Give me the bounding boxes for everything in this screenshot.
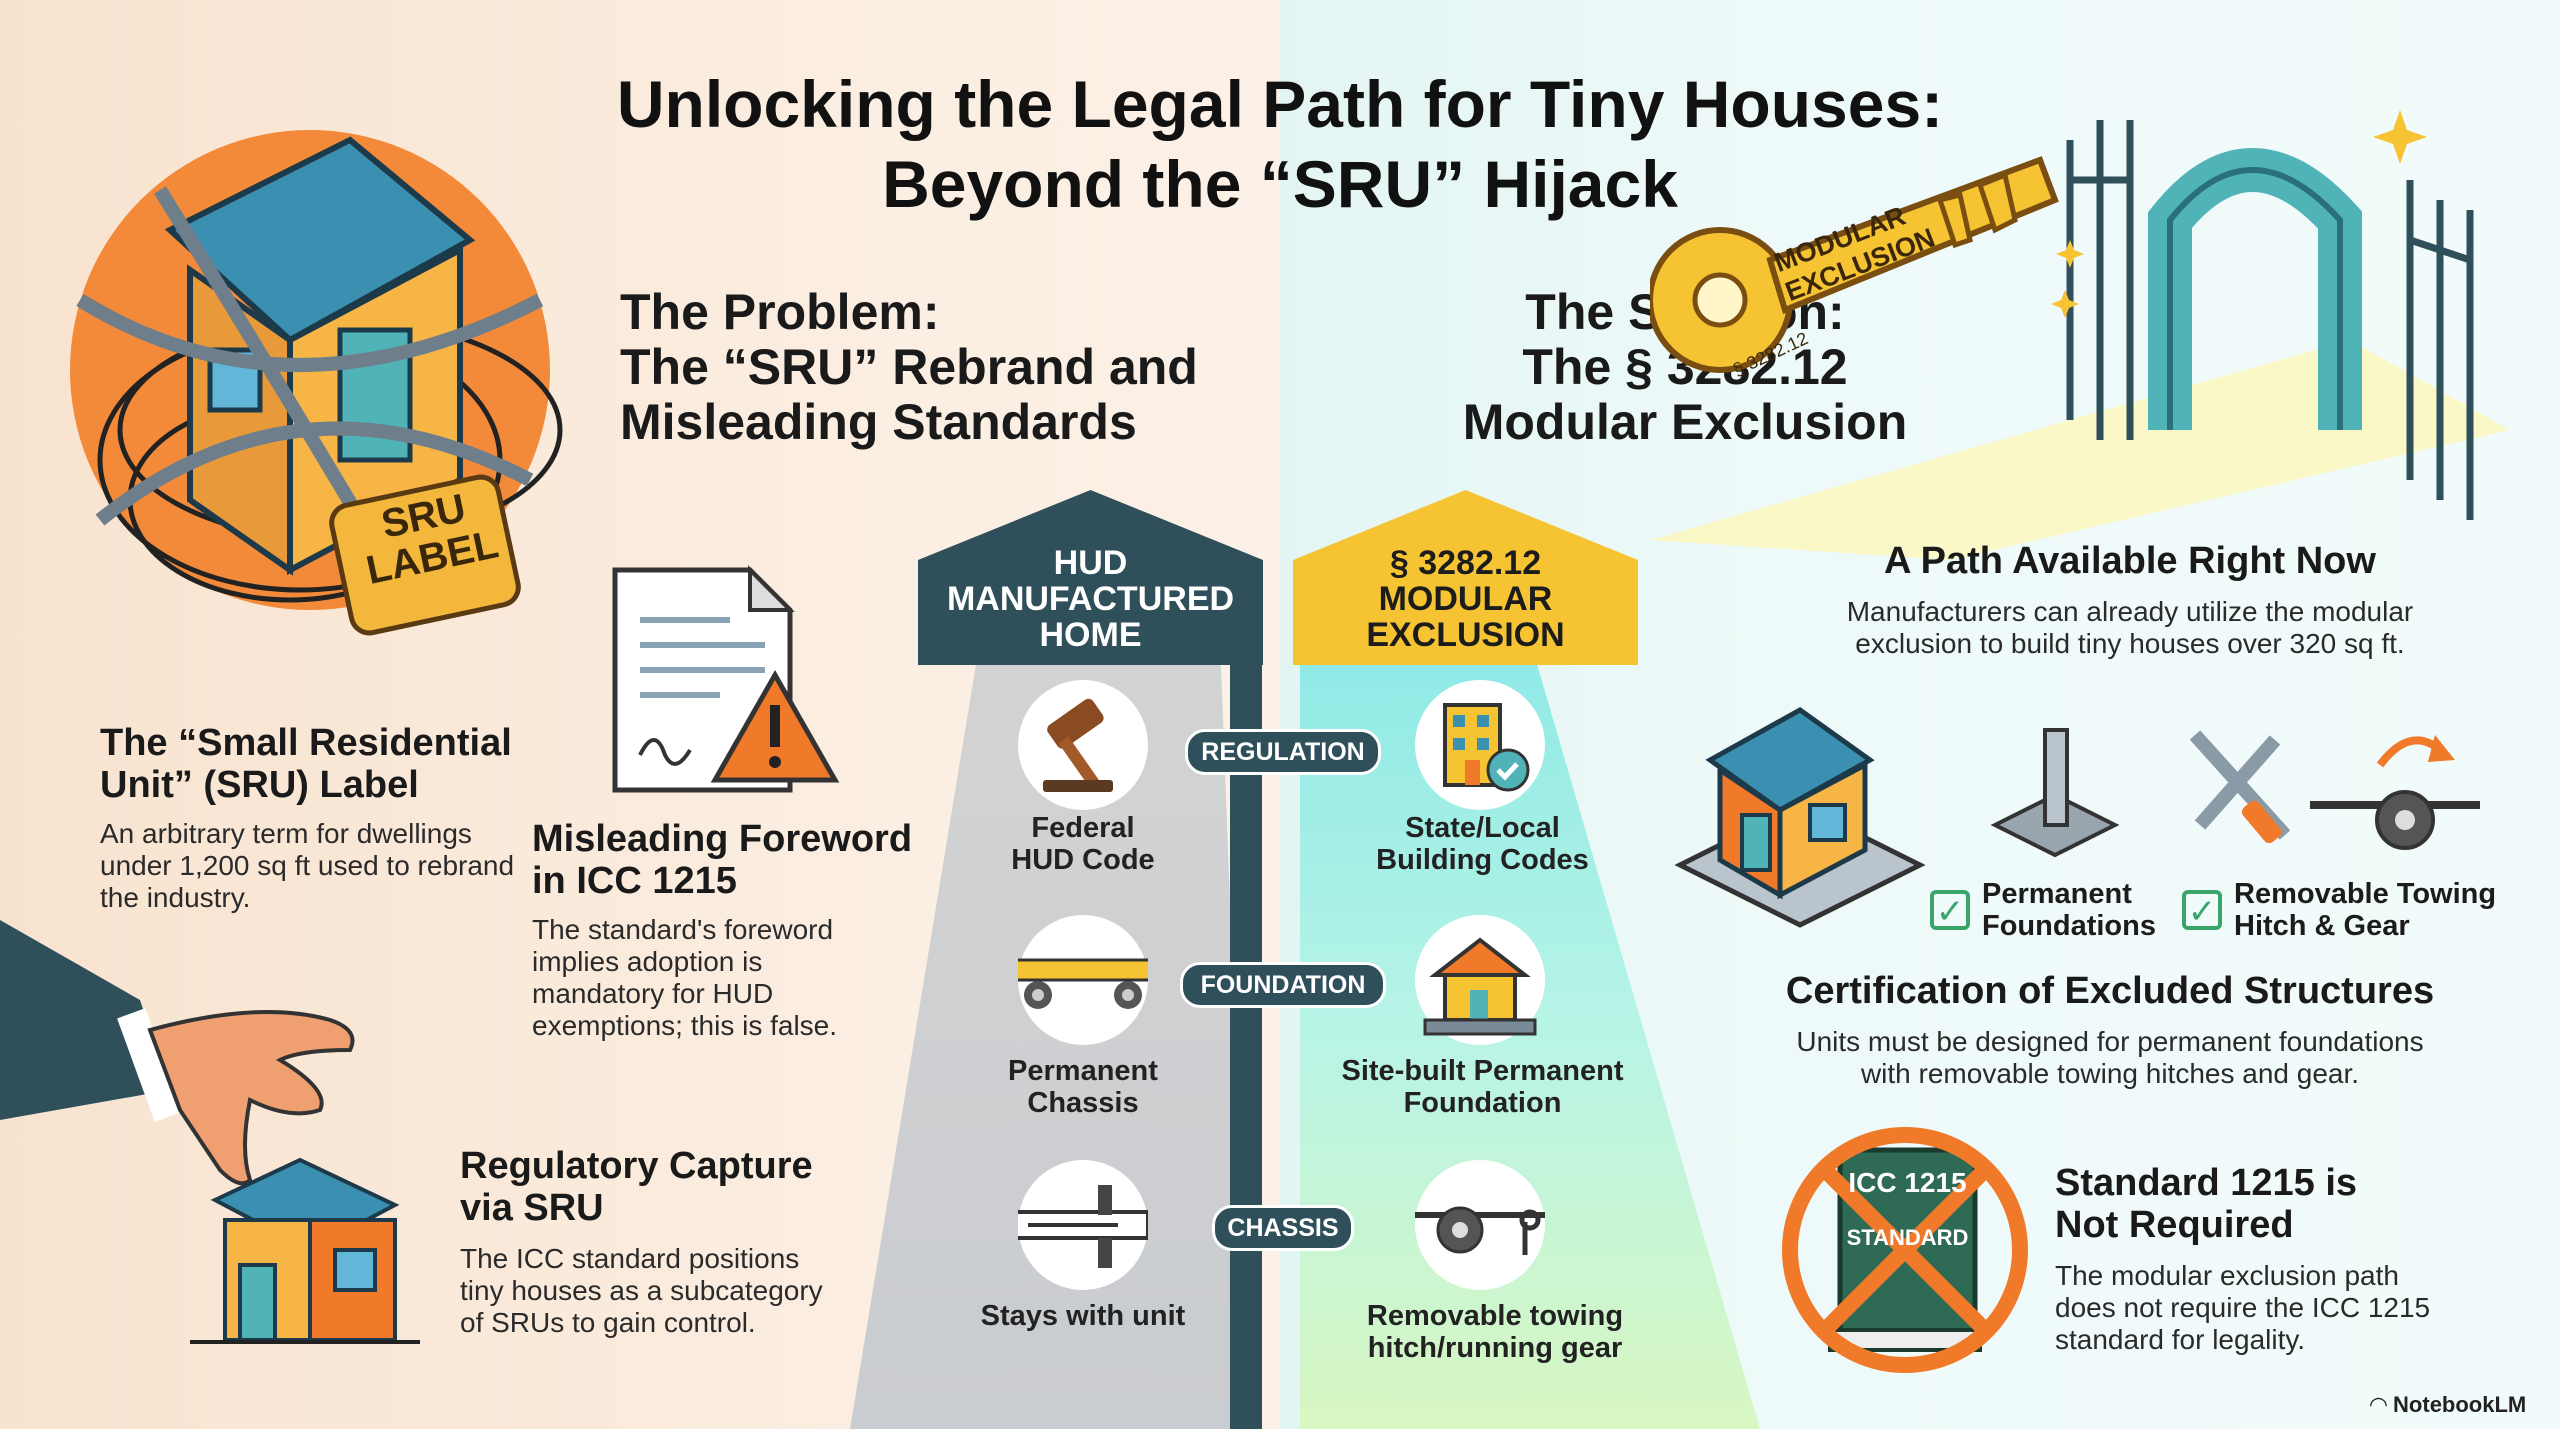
row2-right-line-2: Foundation [1403, 1087, 1562, 1119]
sru-label-text: An arbitrary term for dwellings under 1,… [100, 818, 515, 913]
capture-title-line-1: Regulatory Capture [460, 1145, 813, 1187]
book-title-line-2: STANDARD [1846, 1225, 1969, 1250]
sru-lock-tag [329, 474, 521, 636]
not-required-text: The modular exclusion path does not requ… [2055, 1260, 2431, 1355]
document-warning-icon [600, 560, 840, 800]
problem-heading: The Problem: The “SRU” Rebrand and Misle… [620, 285, 1220, 450]
hud-sign-line-3: HOME [1039, 616, 1142, 654]
row3-right-line-1: Removable towing [1366, 1300, 1624, 1332]
row2-right-line-1: Site-built Permanent [1341, 1055, 1624, 1087]
gavel-icon [1018, 680, 1148, 810]
foreword-block: Misleading Foreword in ICC 1215 The stan… [532, 818, 932, 1042]
hand-grabbing-house-illustration [0, 920, 440, 1360]
tools-and-hitch-icon [2180, 720, 2480, 860]
modular-sign-line-1: § 3282.12 [1389, 544, 1542, 582]
check-towing-line-2: Hitch & Gear [2234, 910, 2410, 942]
title-line-1: Unlocking the Legal Path for Tiny Houses… [616, 67, 1944, 141]
title-line-2: Beyond the “SRU” Hijack [882, 147, 1678, 221]
row1-left-line-2: HUD Code [1011, 844, 1155, 876]
check-label-foundations: Permanent Foundations [1982, 878, 2156, 942]
hud-sign-line-1: HUD [1053, 544, 1128, 582]
pill-chassis: CHASSIS [1212, 1205, 1354, 1251]
pill-regulation: REGULATION [1185, 729, 1381, 775]
check-icon-foundations: ✓ [1930, 890, 1970, 930]
book-title-line-1: ICC 1215 [1848, 1167, 1967, 1198]
house-on-foundation-icon [1415, 915, 1545, 1045]
certification-block: Certification of Excluded Structures Uni… [1740, 970, 2480, 1090]
sru-label-title: The “Small Residential Unit” (SRU) Label [100, 722, 530, 806]
foreword-title-line-1: Misleading Foreword [532, 818, 913, 860]
problem-heading-line-2: The “SRU” Rebrand and [620, 339, 1198, 395]
sru-label-block: The “Small Residential Unit” (SRU) Label… [100, 722, 530, 914]
certification-line-2: with removable towing hitches and gear. [1860, 1058, 2360, 1089]
row3-left-line-1: Stays with unit [980, 1300, 1186, 1332]
modular-sign-line-2: MODULAR [1378, 580, 1553, 618]
hud-sign-line-2: MANUFACTURED [946, 580, 1235, 618]
chassis-icon [1004, 915, 1168, 1045]
certification-title: Certification of Excluded Structures [1785, 970, 2435, 1012]
row1-right-label: State/Local Building Codes [1340, 812, 1625, 876]
golden-key-icon [1647, 156, 2059, 373]
row3-right-line-2: hitch/running gear [1367, 1332, 1623, 1364]
check-towing-line-1: Removable Towing [2234, 878, 2497, 910]
house-on-platform-icon [1670, 690, 1930, 930]
regulatory-capture-block: Regulatory Capture via SRU The ICC stand… [460, 1145, 860, 1339]
key-and-gate-illustration: MODULAR EXCLUSION § 3282.12 [1647, 100, 2510, 560]
sru-label-title-line-1: The “Small Residential [100, 722, 512, 764]
modular-sign-text: § 3282.12 MODULAR EXCLUSION [1293, 545, 1638, 653]
not-required-title-line-1: Standard 1215 is [2055, 1162, 2358, 1204]
path-line-2: exclusion to build tiny houses over 320 … [1855, 628, 2405, 659]
certification-line-1: Units must be designed for permanent fou… [1796, 1026, 2424, 1057]
check-foundations-line-1: Permanent [1982, 878, 2132, 910]
book-title: ICC 1215 [1840, 1168, 1975, 1198]
row1-right-line-1: State/Local [1405, 812, 1560, 844]
row2-left-line-1: Permanent [1008, 1055, 1158, 1087]
problem-heading-line-3: Misleading Standards [620, 394, 1137, 450]
row3-right-label: Removable towing hitch/running gear [1350, 1300, 1640, 1364]
check-icon-towing: ✓ [2182, 890, 2222, 930]
crossed-out-standard-book-icon: ICC 1215 STANDARD [1775, 1120, 2035, 1380]
path-line-1: Manufacturers can already utilize the mo… [1846, 596, 2414, 627]
chained-house-illustration: SRU LABEL [40, 100, 580, 660]
book-subtitle: STANDARD [1840, 1225, 1975, 1251]
capture-title-line-2: via SRU [460, 1187, 604, 1229]
notebooklm-logo-icon: ◠ [2370, 1392, 2387, 1417]
check-label-towing: Removable Towing Hitch & Gear [2234, 878, 2496, 942]
not-required-title-line-2: Not Required [2055, 1204, 2294, 1246]
watermark-text: NotebookLM [2393, 1392, 2527, 1417]
path-available-block: A Path Available Right Now Manufacturers… [1800, 540, 2460, 660]
foreword-title-line-2: in ICC 1215 [532, 860, 737, 902]
check-foundations-line-2: Foundations [1982, 910, 2156, 942]
path-title: A Path Available Right Now [1884, 540, 2376, 582]
row2-right-label: Site-built Permanent Foundation [1330, 1055, 1635, 1119]
watermark: ◠ NotebookLM [2370, 1392, 2550, 1418]
solution-heading-line-3: Modular Exclusion [1462, 394, 1908, 450]
towing-hitch-icon [1410, 1160, 1555, 1290]
not-required-title: Standard 1215 is Not Required [2055, 1162, 2475, 1246]
foundation-post-icon [1985, 725, 2125, 875]
hud-sign-text: HUD MANUFACTURED HOME [918, 545, 1263, 653]
page-title: Unlocking the Legal Path for Tiny Houses… [0, 64, 2560, 224]
building-check-icon [1415, 680, 1545, 810]
row2-left-line-2: Chassis [1027, 1087, 1139, 1119]
row1-right-line-2: Building Codes [1376, 844, 1589, 876]
capture-text: The ICC standard positions tiny houses a… [460, 1243, 823, 1338]
problem-heading-line-1: The Problem: [620, 284, 940, 340]
not-required-block: Standard 1215 is Not Required The modula… [2055, 1162, 2475, 1356]
capture-title: Regulatory Capture via SRU [460, 1145, 860, 1229]
row3-left-label: Stays with unit [958, 1300, 1208, 1332]
row2-left-label: Permanent Chassis [958, 1055, 1208, 1119]
foreword-title: Misleading Foreword in ICC 1215 [532, 818, 932, 902]
row1-left-label: Federal HUD Code [958, 812, 1208, 876]
row1-left-line-1: Federal [1031, 812, 1135, 844]
foreword-text: The standard's foreword implies adoption… [532, 914, 838, 1041]
modular-sign-line-3: EXCLUSION [1366, 616, 1565, 654]
sru-label-title-line-2: Unit” (SRU) Label [100, 764, 419, 806]
axle-frame-icon [1004, 1160, 1150, 1290]
pill-foundation: FOUNDATION [1180, 962, 1386, 1008]
